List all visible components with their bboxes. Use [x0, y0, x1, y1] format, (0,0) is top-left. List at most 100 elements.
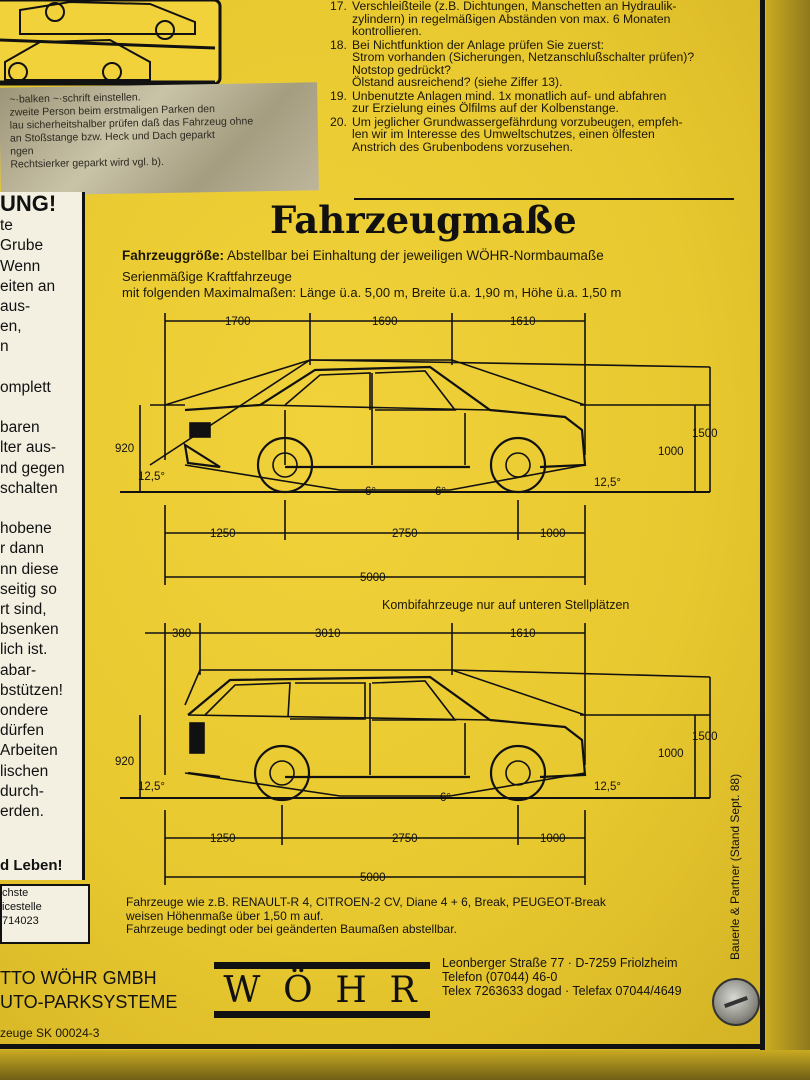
rule-text: Bei Nichtfunktion der Anlage prüfen Sie … — [352, 37, 695, 89]
woehr-logo: W Ö H R — [214, 962, 430, 1018]
warning-line: abar- — [0, 661, 37, 679]
company-name: TTO WÖHR GMBH UTO-PARKSYSTEME — [0, 966, 177, 1014]
sedan-dimension-diagram: 1700 1690 1610 1250 2750 1000 5000 920 1… — [115, 313, 718, 585]
dim-label: 1700 — [225, 316, 251, 328]
warning-line: hobene — [0, 520, 52, 538]
service-box: chste icestelle 714023 — [0, 884, 90, 944]
dim-label: 1500 — [692, 731, 718, 743]
kombi-caption: Kombifahrzeuge nur auf unteren Stellplät… — [382, 598, 630, 612]
frame-bottom — [0, 1044, 765, 1049]
warning-line: aus- — [0, 298, 31, 316]
dim-label: 1500 — [692, 428, 718, 440]
rule-number: 18. — [330, 37, 347, 52]
warning-line: Wenn — [0, 257, 41, 275]
side-credit: Bauerle & Partner (Stand Sept. 88) — [728, 773, 742, 960]
logo-letter: R — [389, 969, 421, 1011]
angle-label: 6° — [440, 792, 451, 804]
warning-heading: UNG! — [0, 192, 57, 216]
rule-number: 20. — [330, 114, 347, 129]
logo-letter: W — [223, 969, 265, 1011]
dim-label: 1610 — [510, 628, 536, 640]
dim-label: 920 — [115, 756, 134, 768]
rule-number: 17. — [330, 0, 347, 13]
warning-line — [0, 398, 82, 418]
dim-label: 1000 — [540, 528, 566, 540]
angle-label: 6° — [435, 486, 446, 498]
warning-line: n — [0, 338, 9, 356]
rule-item: 18. Bei Nichtfunktion der Anlage prüfen S… — [330, 37, 770, 89]
note-line: weisen Höhenmaße über 1,50 m auf. — [126, 908, 324, 923]
warning-line: baren — [0, 419, 40, 437]
dim-total: 5000 — [360, 572, 386, 584]
part-code: zeuge SK 00024-3 — [0, 1026, 100, 1040]
warning-line: r dann — [0, 540, 44, 558]
series-line-1: Serienmäßige Kraftfahrzeuge — [122, 269, 292, 284]
dim-label: 380 — [172, 628, 191, 640]
warning-line: omplett — [0, 378, 51, 396]
warning-line: schalten — [0, 479, 58, 497]
rule-text: Um jeglicher Grundwassergefährdung vorzu… — [352, 114, 683, 154]
series-line-2: mit folgenden Maximalmaßen: Länge ü.a. 5… — [122, 285, 622, 300]
worn-sticker: ~·balken ~·schrift einstellen. zweite Pe… — [0, 82, 319, 196]
angle-label: 6° — [365, 486, 376, 498]
warning-line: bstützen! — [0, 681, 63, 699]
rule-item: 19. Unbenutzte Anlagen mind. 1x monatlich… — [330, 88, 770, 115]
dim-label: 2750 — [392, 528, 418, 540]
rule-number: 19. — [330, 88, 347, 103]
rules-divider — [354, 198, 734, 200]
company-line: UTO-PARKSYSTEME — [0, 992, 178, 1012]
warning-line: nn diese — [0, 560, 59, 578]
warning-line: rt sind, — [0, 601, 47, 619]
dim-label: 1250 — [210, 833, 236, 845]
rule-item: 20. Um jeglicher Grundwassergefährdung vo… — [330, 114, 770, 154]
angle-label: 12,5° — [138, 781, 165, 793]
warning-line: lter aus- — [0, 439, 56, 457]
kombi-dimension-diagram: 380 3010 1610 1250 2750 1000 5000 920 10… — [115, 623, 718, 885]
angle-label: 12,5° — [594, 781, 621, 793]
dim-label: 1000 — [540, 833, 566, 845]
warning-line: te — [0, 217, 13, 235]
address-line: Telefon (07044) 46-0 — [442, 970, 558, 984]
frame-right — [760, 0, 765, 1050]
dim-label: 1000 — [658, 446, 684, 458]
dim-label: 1000 — [658, 748, 684, 760]
maintenance-rules: 17. Verschleißteile (z.B. Dichtungen, Man… — [330, 0, 770, 154]
dim-label: 2750 — [392, 833, 418, 845]
warning-line: dürfen — [0, 722, 44, 740]
note-line: Fahrzeuge wie z.B. RENAULT-R 4, CITROEN-… — [126, 895, 606, 909]
dim-label: 920 — [115, 443, 134, 455]
logo-letter: Ö — [283, 969, 317, 1011]
page-title: Fahrzeugmaße — [270, 198, 577, 242]
company-address: Leonberger Straße 77 · D-7259 Friolzheim… — [442, 956, 682, 998]
note-line: Fahrzeuge bedingt oder bei geänderten Ba… — [126, 922, 457, 936]
logo-letter: H — [335, 969, 371, 1011]
dim-total: 5000 — [360, 872, 386, 884]
warning-line: nd gegen — [0, 459, 65, 477]
service-line: icestelle — [2, 901, 42, 913]
vehicle-note: Fahrzeuge wie z.B. RENAULT-R 4, CITROEN-… — [126, 895, 606, 937]
size-label: Fahrzeuggröße: — [122, 248, 225, 263]
company-line: TTO WÖHR GMBH — [0, 968, 157, 988]
angle-label: 12,5° — [594, 477, 621, 489]
service-line: chste — [2, 887, 29, 899]
rule-item: 17. Verschleißteile (z.B. Dichtungen, Man… — [330, 0, 770, 38]
plate-edge-bottom — [0, 1050, 810, 1080]
warning-footer: d Leben! — [0, 856, 63, 874]
address-line: Telex 7263633 dogad · Telefax 07044/4649 — [442, 984, 682, 998]
screw-icon — [712, 978, 760, 1026]
warning-line: en, — [0, 318, 22, 336]
top-car-illustration — [0, 0, 222, 86]
address-line: Leonberger Straße 77 · D-7259 Friolzheim — [442, 956, 678, 970]
size-text: Abstellbar bei Einhaltung der jeweiligen… — [227, 248, 604, 263]
dim-label: 3010 — [315, 628, 341, 640]
dim-label: 1250 — [210, 528, 236, 540]
warning-line: eiten an — [0, 277, 56, 295]
rule-text: Unbenutzte Anlagen mind. 1x monatlich au… — [352, 88, 667, 115]
plate-edge — [766, 0, 810, 1080]
warning-line: durch- — [0, 782, 44, 800]
warning-line: seitig so — [0, 580, 57, 598]
rule-text: Verschleißteile (z.B. Dichtungen, Mansch… — [352, 0, 677, 38]
warning-line: erden. — [0, 803, 44, 821]
